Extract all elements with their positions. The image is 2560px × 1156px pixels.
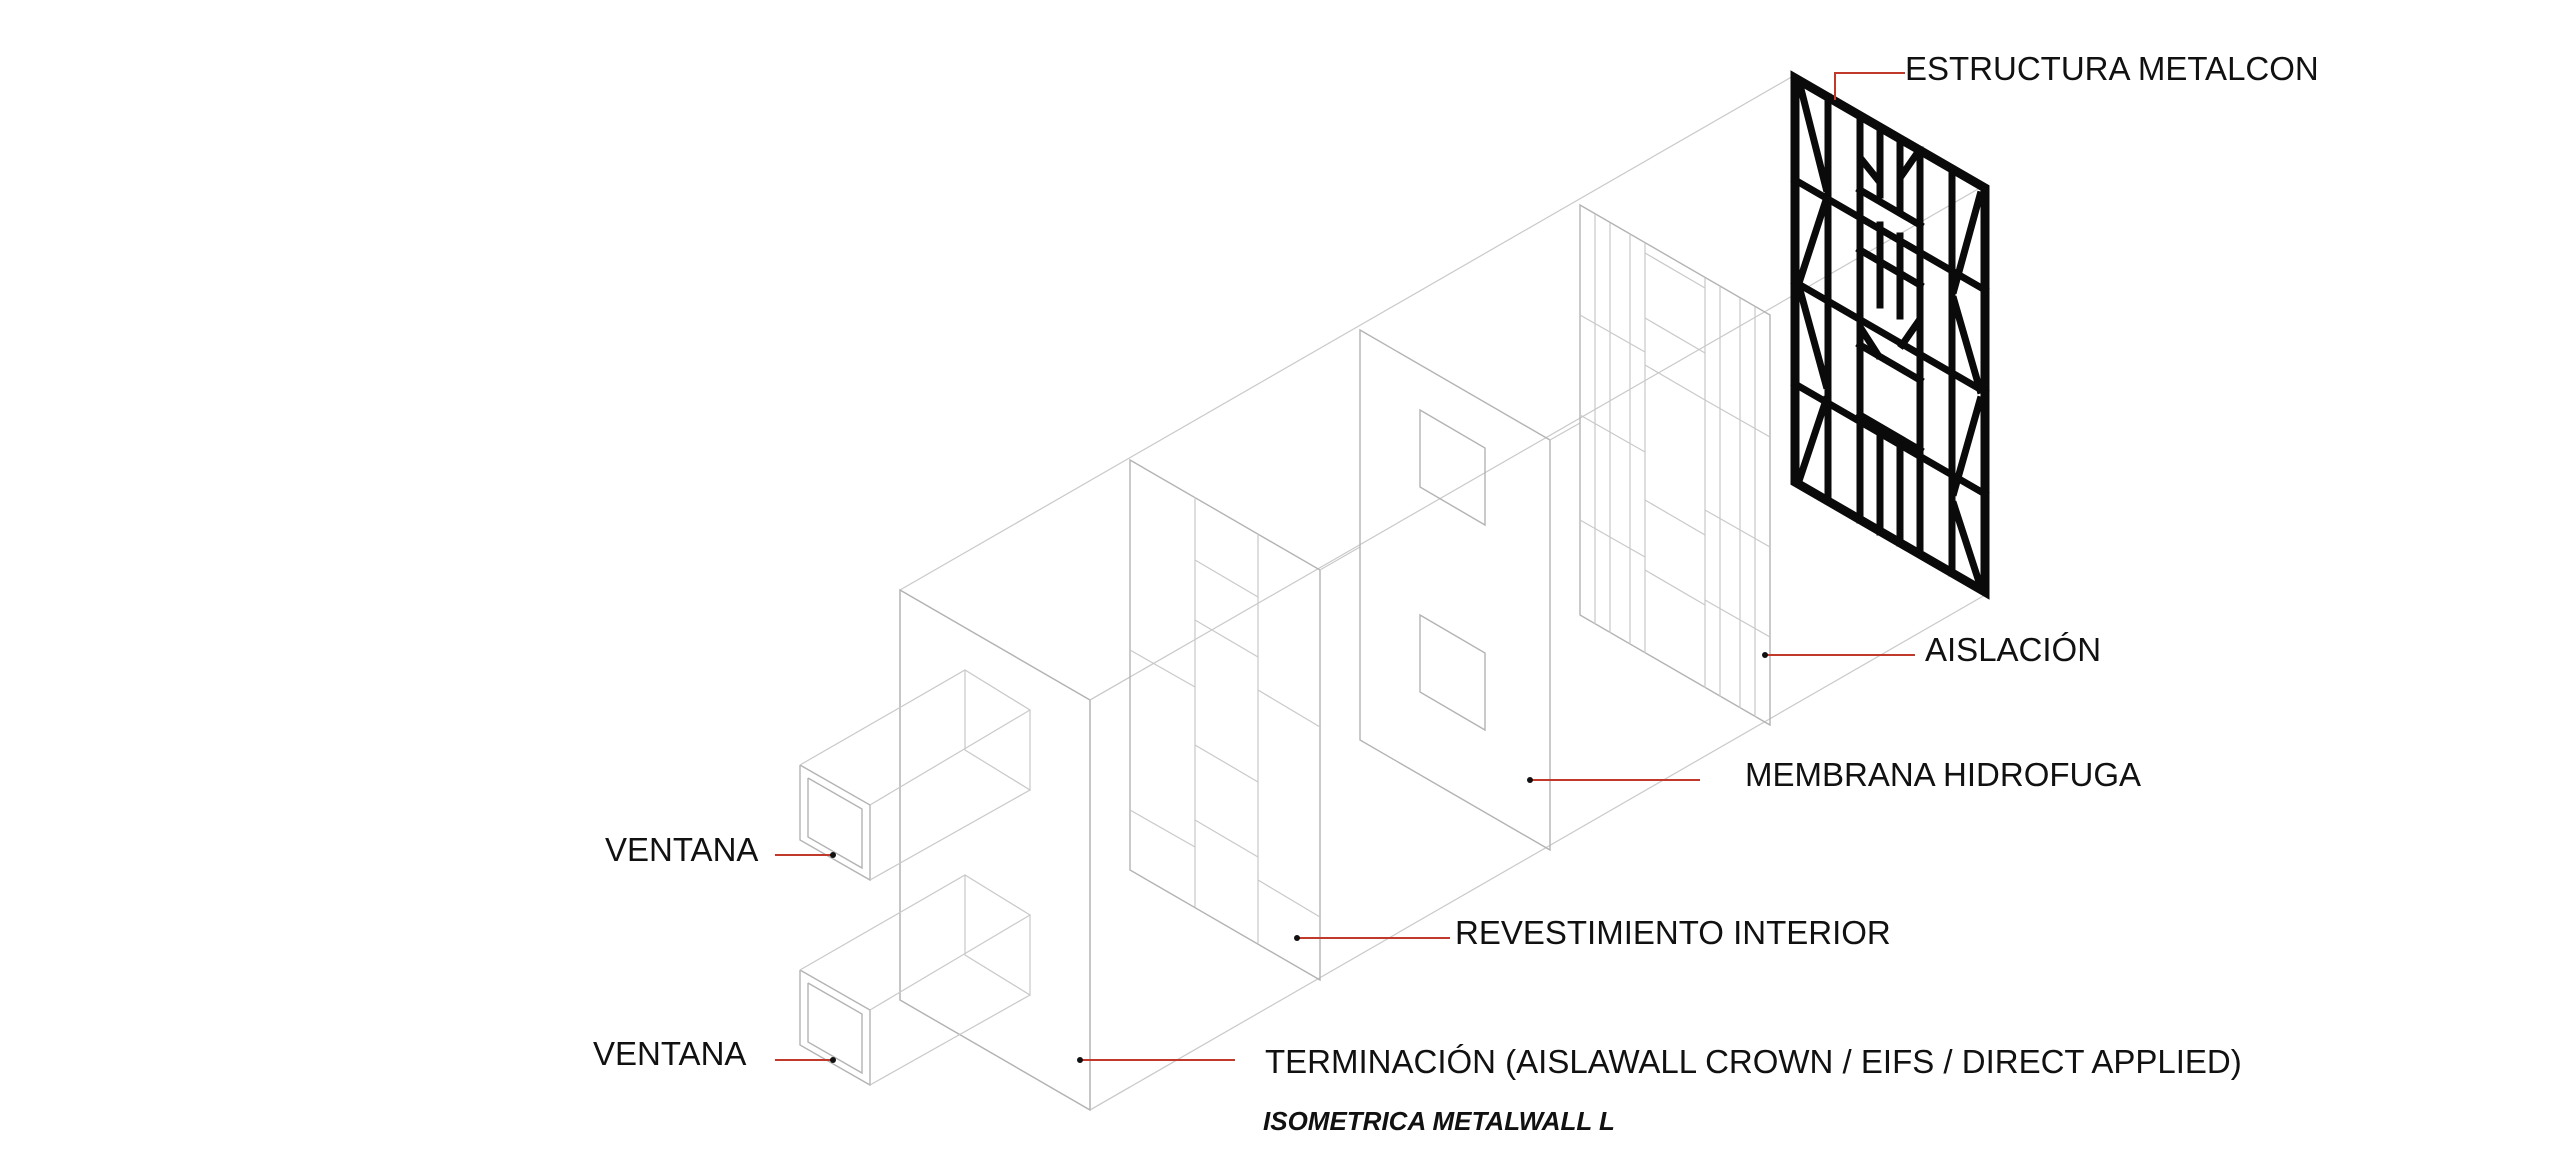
layer-aislacion [1579, 203, 1771, 727]
label-ventana-lower: VENTANA [593, 1035, 747, 1072]
layer-estructura-metalcon [1790, 70, 1990, 600]
label-terminacion: TERMINACIÓN (AISLAWALL CROWN / EIFS / DI… [1265, 1043, 2242, 1080]
label-membrana-hidrofuga: MEMBRANA HIDROFUGA [1745, 756, 2142, 793]
label-estructura-metalcon: ESTRUCTURA METALCON [1905, 50, 2319, 87]
drawing-caption: ISOMETRICA METALWALL L [1263, 1106, 1615, 1136]
label-ventana-upper: VENTANA [605, 831, 759, 868]
label-aislacion: AISLACIÓN [1925, 631, 2102, 668]
layer-terminacion [799, 588, 1131, 1112]
assembly-outline [899, 74, 1986, 1112]
label-revestimiento-interior: REVESTIMIENTO INTERIOR [1455, 914, 1891, 951]
layer-membrana [1359, 328, 1581, 852]
layer-revestimiento [1129, 458, 1361, 982]
leader-lines [775, 72, 1915, 1063]
